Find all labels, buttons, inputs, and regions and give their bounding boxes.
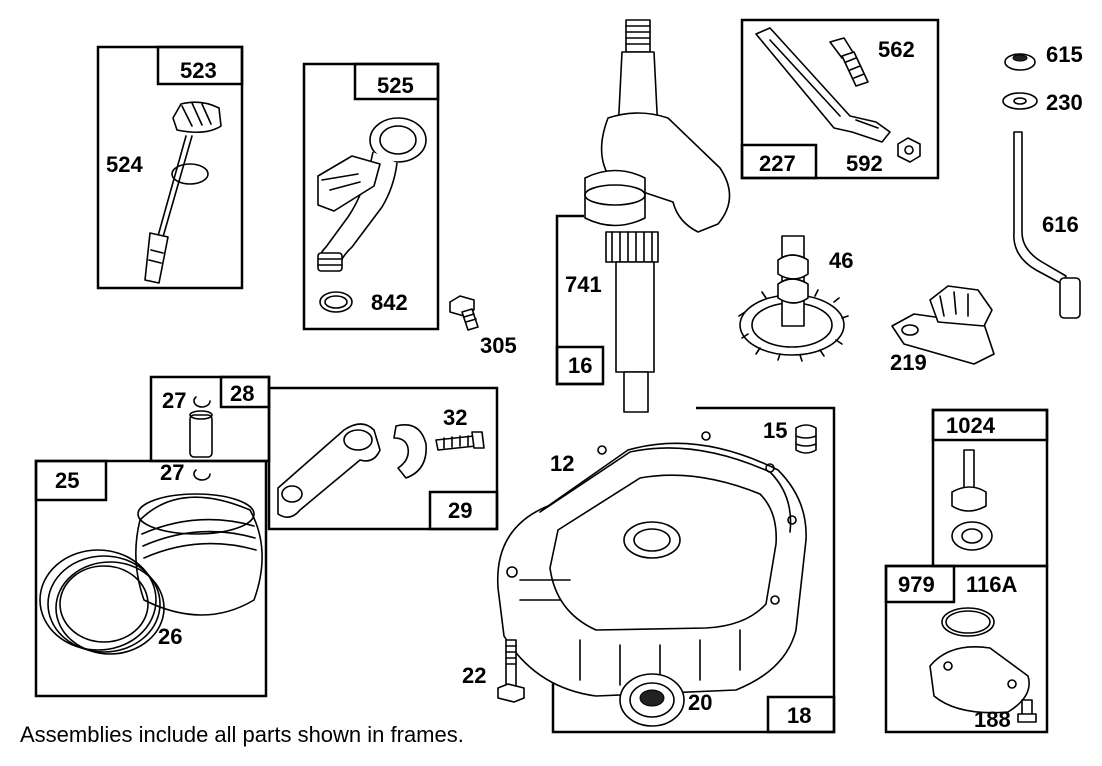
nut-615-part	[1004, 53, 1036, 71]
label-1024: 1024	[946, 413, 996, 438]
frame-523	[96, 45, 244, 290]
label-305: 305	[480, 333, 517, 358]
label-27-bottom: 27	[160, 460, 184, 485]
label-16: 16	[568, 353, 592, 378]
label-525: 525	[377, 73, 414, 98]
assembly-caption: Assemblies include all parts shown in fr…	[20, 722, 464, 747]
crankcase-part	[496, 431, 807, 697]
label-46: 46	[829, 248, 853, 273]
frame-18	[551, 406, 836, 734]
crankshaft-part	[584, 19, 731, 413]
label-562: 562	[878, 37, 915, 62]
label-523: 523	[180, 58, 217, 83]
label-27-top: 27	[162, 388, 186, 413]
label-15: 15	[763, 418, 787, 443]
frame-16	[555, 214, 605, 386]
label-26: 26	[158, 624, 182, 649]
label-188: 188	[974, 707, 1011, 732]
label-22: 22	[462, 663, 486, 688]
oil-seal-20-part	[619, 673, 685, 727]
label-219: 219	[890, 350, 927, 375]
label-20: 20	[688, 690, 712, 715]
label-616: 616	[1042, 212, 1079, 237]
label-842: 842	[371, 290, 408, 315]
bolt-305-part	[449, 295, 479, 331]
piston-pin-part	[189, 396, 213, 481]
label-592: 592	[846, 151, 883, 176]
frame-29	[267, 386, 499, 531]
piston-part	[135, 493, 263, 616]
label-615: 615	[1046, 42, 1083, 67]
label-116A: 116A	[966, 572, 1017, 597]
label-524: 524	[106, 152, 143, 177]
governor-lever-part	[755, 27, 921, 163]
frame-525	[302, 62, 440, 331]
label-29: 29	[448, 498, 472, 523]
plug-15-part	[795, 424, 817, 454]
washer-230-part	[1002, 92, 1038, 110]
label-741: 741	[565, 272, 602, 297]
frame-25	[34, 459, 268, 698]
connecting-rod-part	[277, 423, 485, 518]
frame-227	[740, 18, 940, 180]
label-28: 28	[230, 381, 254, 406]
dipstick-part	[144, 101, 222, 284]
label-227: 227	[759, 151, 796, 176]
bolt-22-part	[497, 639, 525, 703]
governor-shaft-616-part	[1013, 131, 1081, 319]
label-12: 12	[550, 451, 574, 476]
piston-rings-part	[39, 549, 165, 655]
oil-pump-part	[929, 449, 1037, 723]
camshaft-46-part	[738, 235, 849, 362]
label-18: 18	[787, 703, 811, 728]
oil-fill-tube-part	[317, 117, 427, 313]
governor-219-part	[891, 285, 995, 365]
frame-979	[884, 564, 1049, 734]
label-230: 230	[1046, 90, 1083, 115]
label-32: 32	[443, 405, 467, 430]
label-25: 25	[55, 468, 79, 493]
label-979: 979	[898, 572, 935, 597]
